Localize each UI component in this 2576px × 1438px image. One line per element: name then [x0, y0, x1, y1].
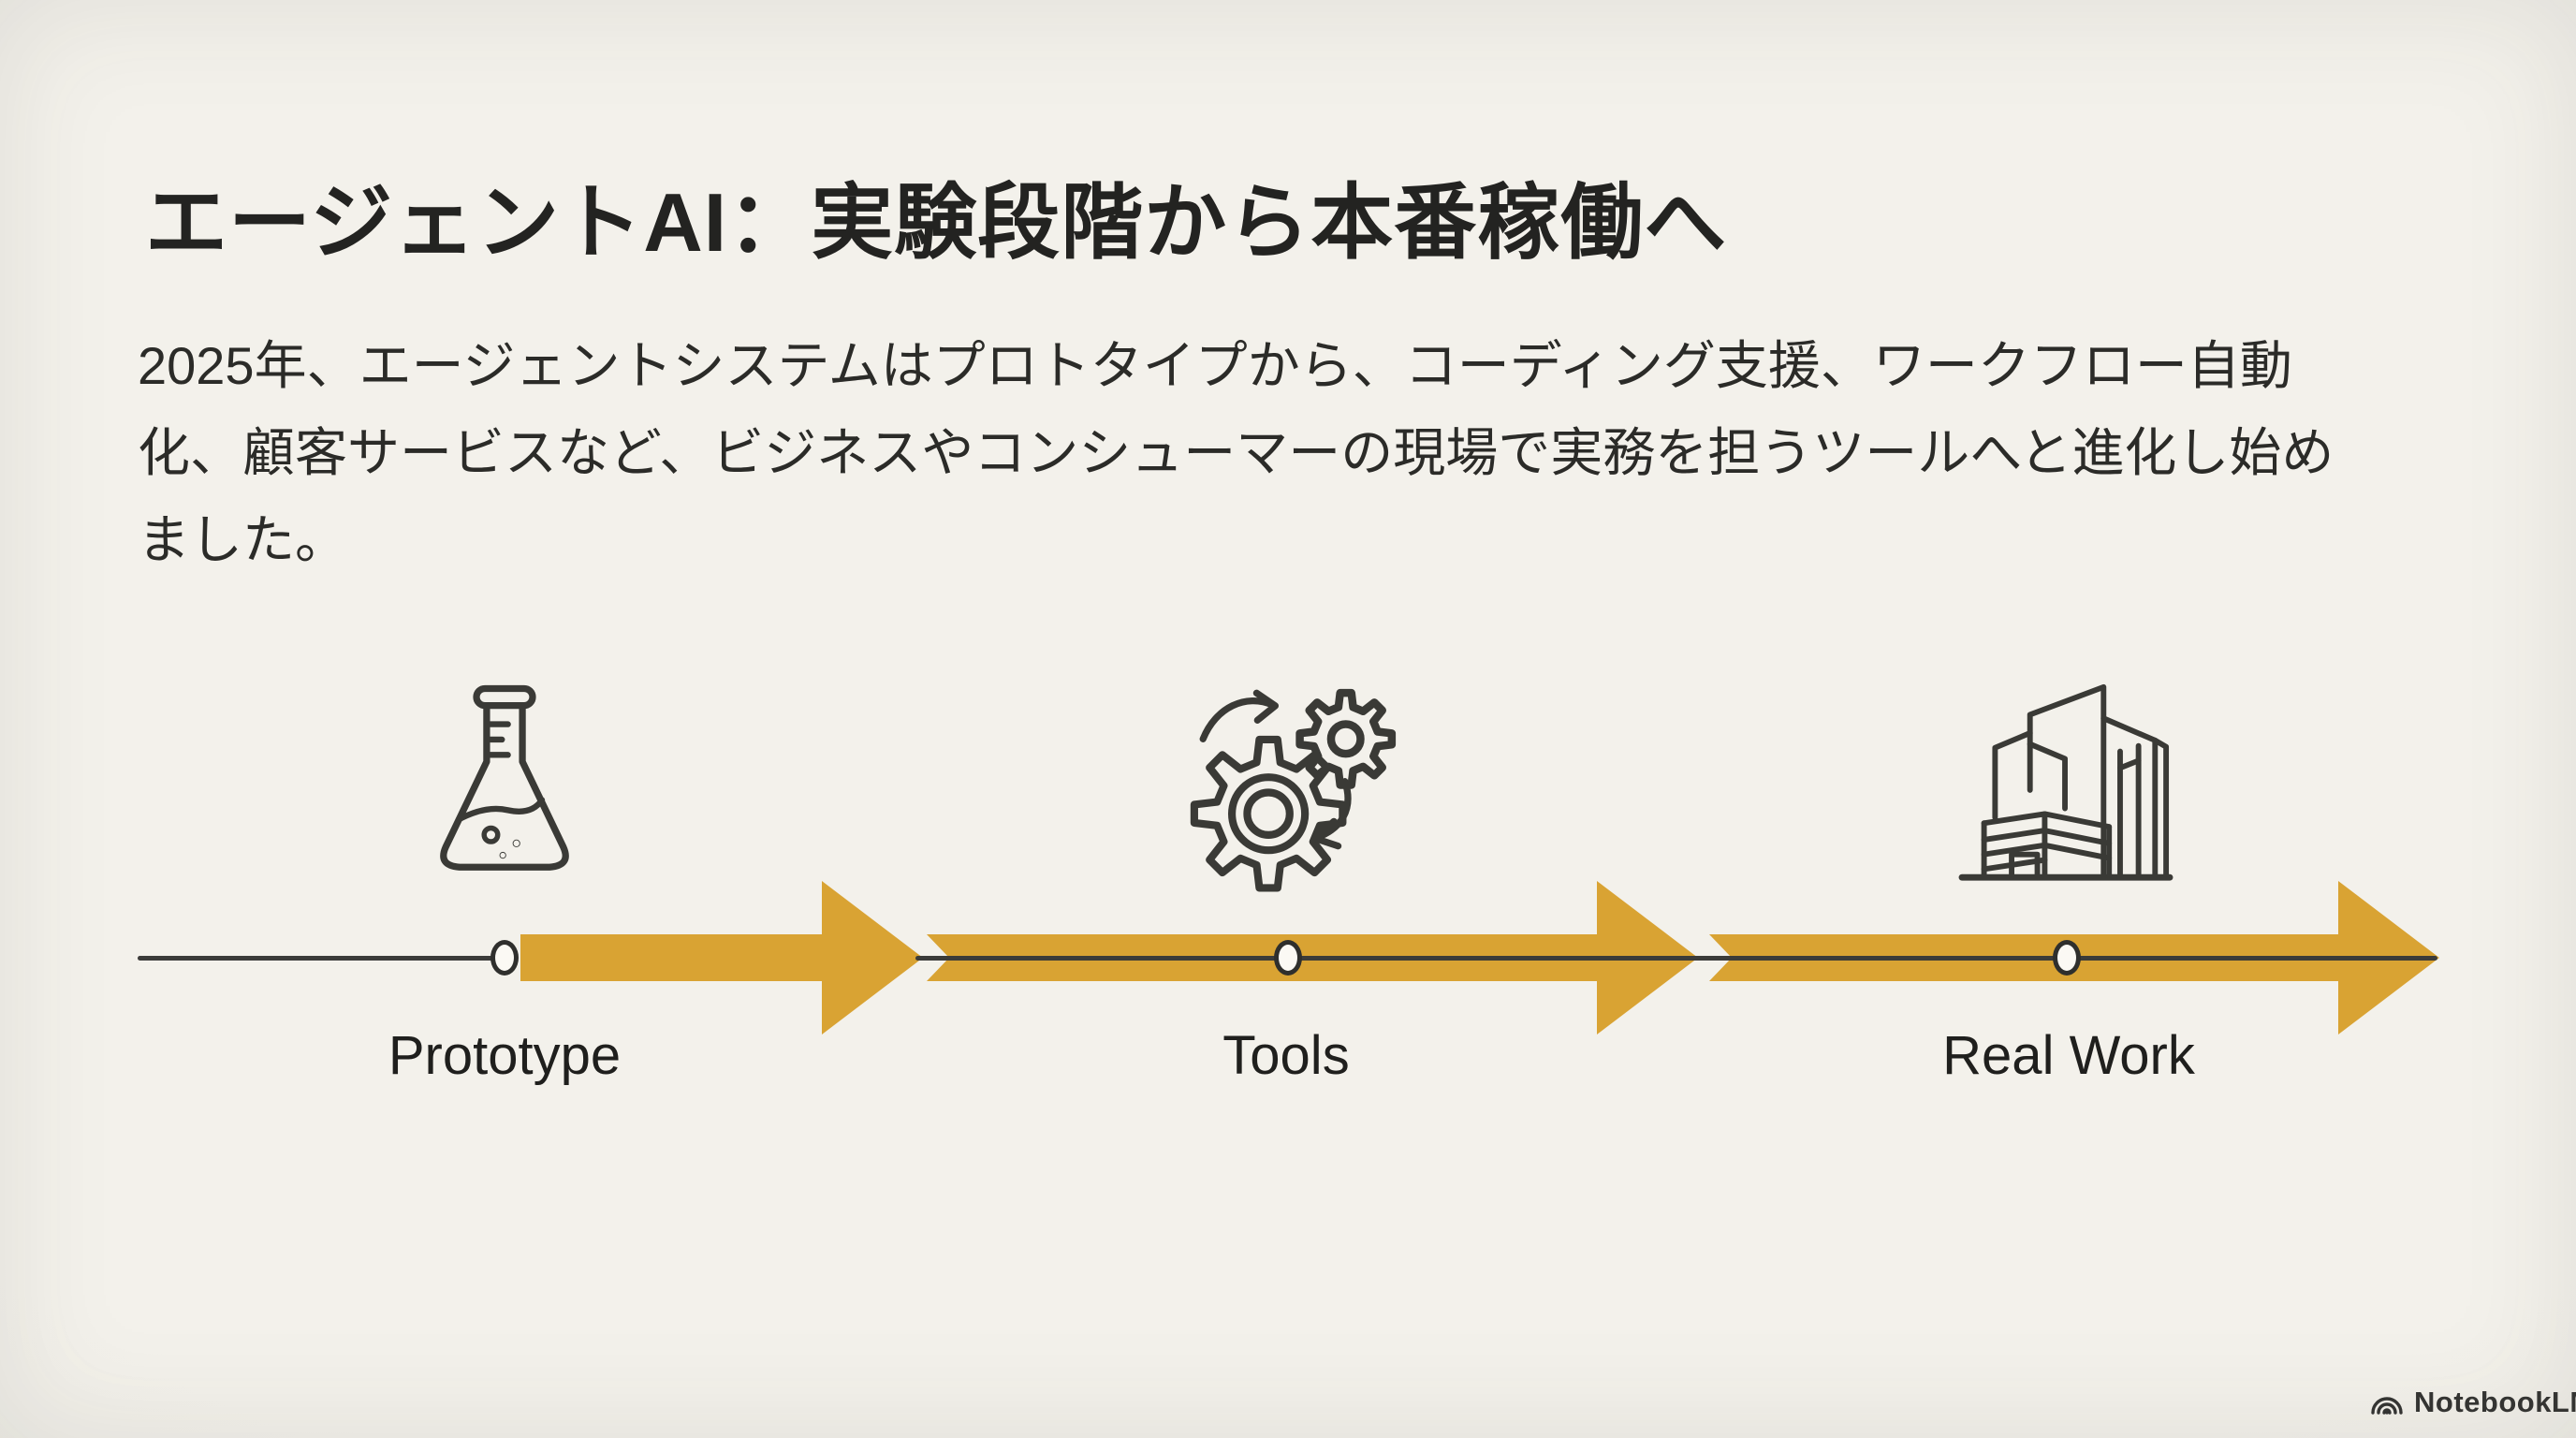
stage-label-real-work: Real Work	[1942, 1025, 2195, 1086]
notebooklm-logo-icon	[2371, 1397, 2403, 1415]
intro-line: 化、顧客サービスなど、ビジネスやコンシューマーの現場で実務を担うツールへと進化し…	[138, 423, 2334, 482]
arrow-band	[520, 934, 822, 981]
stage-label-tools: Tools	[1222, 1025, 1350, 1086]
arrow-head	[822, 881, 923, 1034]
intro-line: 2025年、エージェントシステムはプロトタイプから、コーディング支援、ワークフロ…	[138, 336, 2292, 395]
timeline-line	[915, 956, 2437, 961]
flask-icon	[440, 684, 569, 871]
stage-label-prototype: Prototype	[388, 1025, 622, 1086]
intro-paragraph: 2025年、エージェントシステムはプロトタイプから、コーディング支援、ワークフロ…	[138, 322, 2334, 583]
building-icon	[1958, 683, 2174, 881]
timeline-node	[2053, 940, 2081, 976]
notebooklm-wordmark: NotebookLM	[2414, 1386, 2576, 1418]
notebooklm-branding: NotebookLM	[2368, 1386, 2576, 1419]
timeline-node	[490, 940, 519, 976]
timeline-line	[138, 956, 512, 961]
page-title: エージェントAI：実験段階から本番稼働へ	[145, 175, 1728, 269]
timeline-node	[1274, 940, 1302, 976]
gears-icon	[1190, 689, 1398, 892]
intro-line: ました。	[138, 510, 347, 569]
